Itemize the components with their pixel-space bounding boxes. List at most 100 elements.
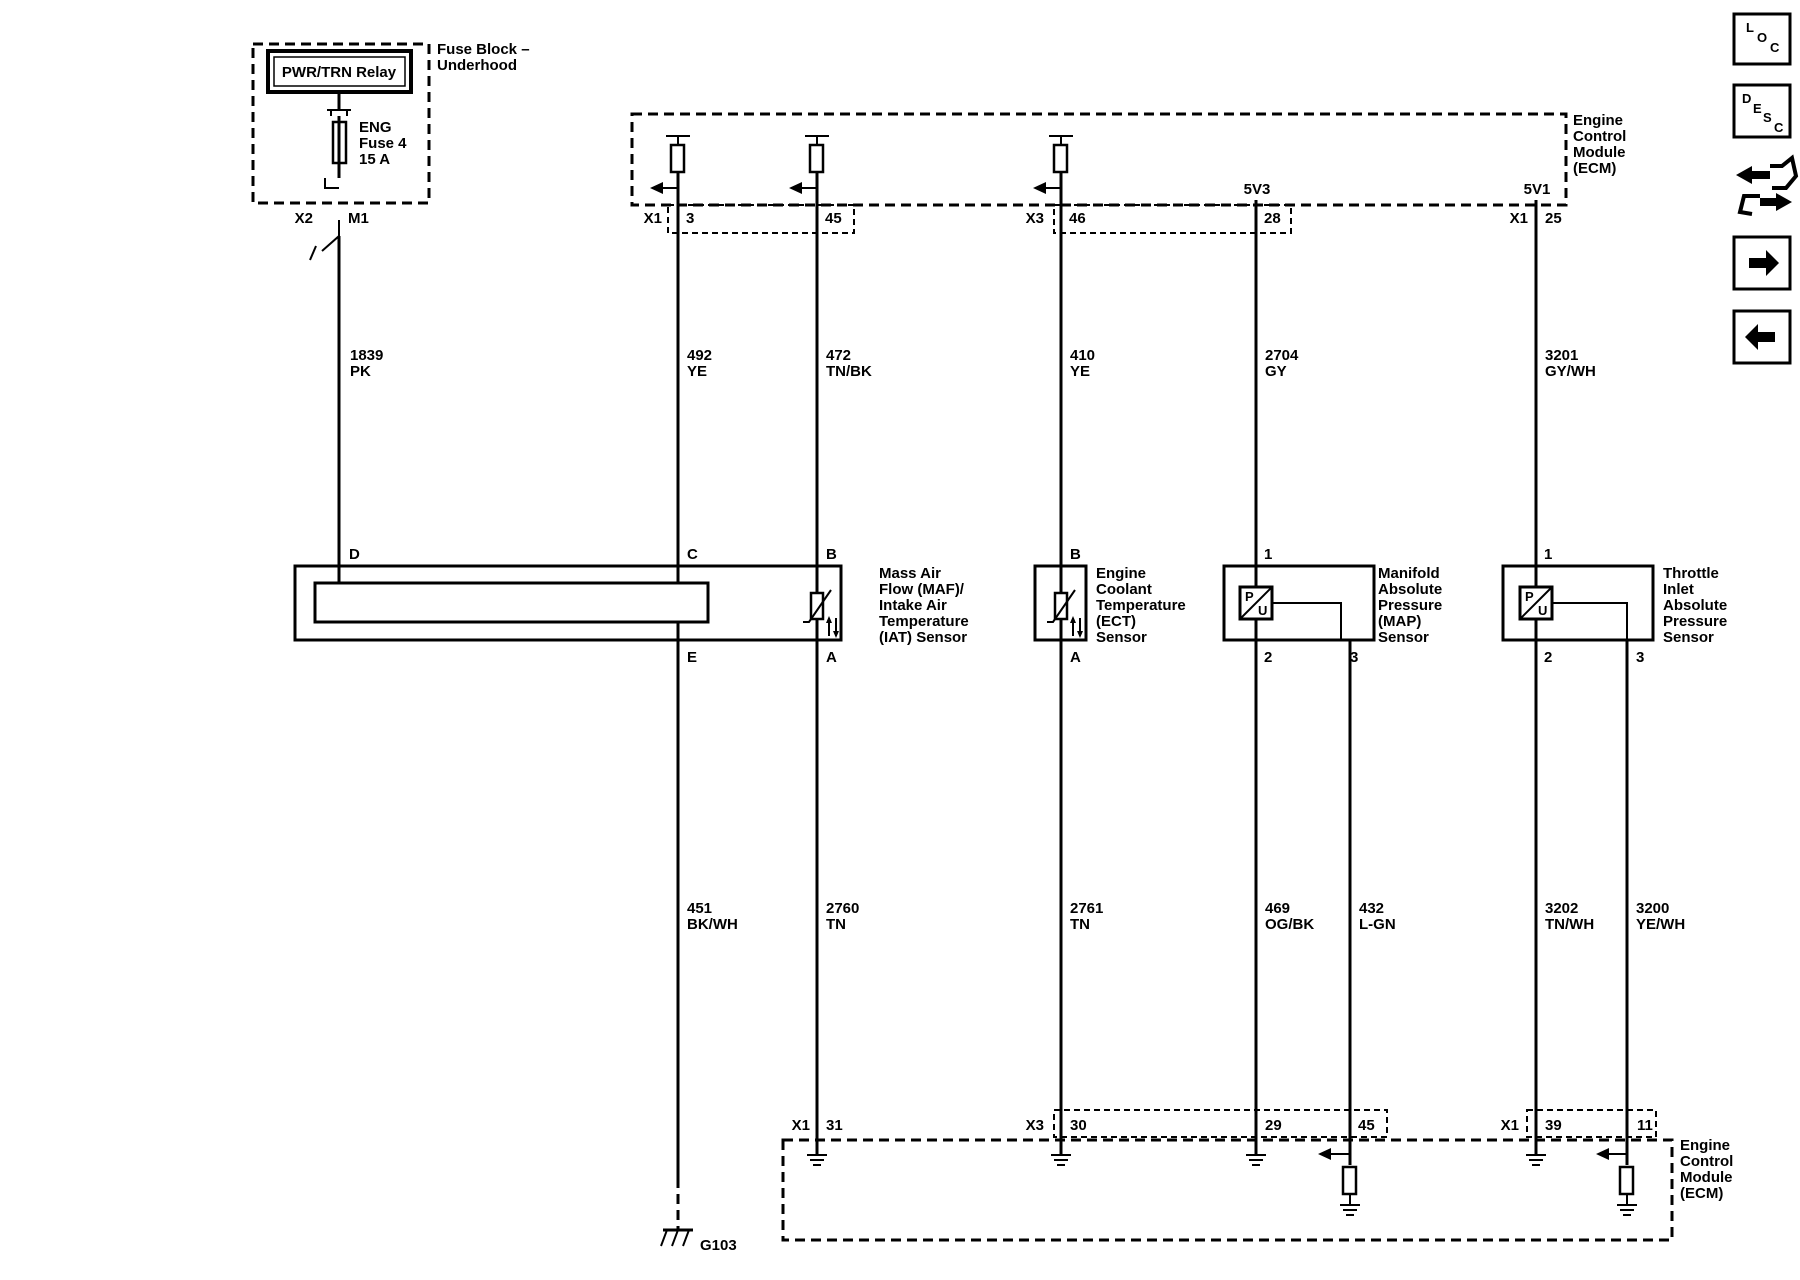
- ecm-bottom-connector-x1-right: X1: [1501, 1117, 1519, 1134]
- sensor-p-label: P: [1525, 589, 1534, 604]
- sensor-u-label: U: [1258, 603, 1267, 618]
- map-label-2: Absolute: [1378, 581, 1442, 598]
- maf-label-3: Intake Air: [879, 597, 947, 614]
- ecm-pin-3: 3: [686, 210, 694, 227]
- maf-label-5: (IAT) Sensor: [879, 629, 967, 646]
- ground-icon: [1051, 1154, 1071, 1166]
- arrow-left-icon: [1745, 324, 1775, 350]
- wire-label-circuit: 410: [1070, 347, 1095, 364]
- ect-label-3: Temperature: [1096, 597, 1186, 614]
- ecm-pin-29: 29: [1265, 1117, 1282, 1134]
- wire-label-color: YE: [687, 363, 707, 380]
- loc-letter-l: L: [1746, 20, 1754, 35]
- ecm-pin-39: 39: [1545, 1117, 1562, 1134]
- map-sensor: 1 P U Manifold Absolute Pressure (MAP) S…: [1222, 546, 1442, 666]
- description-button[interactable]: D E S C: [1732, 83, 1792, 139]
- wire-label-color: TN: [826, 916, 846, 933]
- fuse-block-title-1: Fuse Block –: [437, 41, 530, 58]
- ect-pin-a: A: [1070, 649, 1081, 666]
- ecm-bottom-connector-x3: X3: [1026, 1117, 1044, 1134]
- ecm-top-label-3: Module: [1573, 144, 1626, 161]
- ecm-ref-5v1: 5V1: [1524, 181, 1551, 198]
- loc-letter-c: C: [1770, 40, 1780, 55]
- upper-wires: 1839 PK 492 YE 472 TN/BK 410 YE 2704 GY …: [337, 172, 1596, 566]
- map-label-5: Sensor: [1378, 629, 1429, 646]
- wire-label-circuit: 3200: [1636, 900, 1669, 917]
- wire-label-color: TN/WH: [1545, 916, 1594, 933]
- ecm-top-label-2: Control: [1573, 128, 1626, 145]
- pressure-transducer-icon: P U: [1238, 585, 1274, 621]
- wire-label-color: TN: [1070, 916, 1090, 933]
- wire-label-color: PK: [350, 363, 371, 380]
- ecm-pin-45: 45: [825, 210, 842, 227]
- ground-label: G103: [700, 1237, 737, 1254]
- tiap-pin-3: 3: [1636, 649, 1644, 666]
- relay-label: PWR/TRN Relay: [282, 64, 397, 81]
- map-label-1: Manifold: [1378, 565, 1440, 582]
- pressure-transducer-icon: P U: [1518, 585, 1554, 621]
- maf-pin-e: E: [687, 649, 697, 666]
- wire-label-color: L-GN: [1359, 916, 1396, 933]
- ect-label-5: Sensor: [1096, 629, 1147, 646]
- previous-page-button[interactable]: [1732, 309, 1792, 365]
- fuse-pin-m1: M1: [348, 210, 369, 227]
- ecm-top-connector-x1-right: X1: [1510, 210, 1528, 227]
- ecm-ref-5v3: 5V3: [1244, 181, 1271, 198]
- sensor-u-label: U: [1538, 603, 1547, 618]
- tiap-label-1: Throttle: [1663, 565, 1719, 582]
- ect-label-4: (ECT): [1096, 613, 1136, 630]
- ground-g103: G103: [660, 1228, 737, 1254]
- ecm-top: Engine Control Module (ECM) 5V3 5V1: [630, 112, 1626, 234]
- ecm-pin-46: 46: [1069, 210, 1086, 227]
- thermistor-icon: [1047, 566, 1083, 640]
- sensor-p-label: P: [1245, 589, 1254, 604]
- throttle-inlet-pressure-sensor: 1 P U Throttle Inlet Absolute Pressure S…: [1501, 546, 1727, 666]
- desc-letter-d: D: [1742, 91, 1751, 106]
- ecm-pin-25: 25: [1545, 210, 1562, 227]
- maf-pin-b: B: [826, 546, 837, 563]
- tiap-label-5: Sensor: [1663, 629, 1714, 646]
- arrow-right-icon: [1749, 250, 1779, 276]
- ecm-top-label-4: (ECM): [1573, 160, 1616, 177]
- thermistor-icon: [803, 566, 839, 640]
- ecm-top-connector-x1: X1: [644, 210, 662, 227]
- lower-wires: 451 BK/WH 2760 TN 2761 TN 469 OG/BK 432 …: [676, 640, 1685, 1230]
- desc-letter-e: E: [1753, 101, 1762, 116]
- ecm-pin-28: 28: [1264, 210, 1281, 227]
- wire-label-circuit: 451: [687, 900, 712, 917]
- ecm-pullup-resistor: [650, 135, 690, 194]
- connector-swap-icon[interactable]: [1736, 154, 1799, 216]
- ecm-pin-31: 31: [826, 1117, 843, 1134]
- ecm-bottom: X1 X3 X1 31 30 29 45 39 11 Engine Contro…: [781, 1109, 1733, 1242]
- next-page-button[interactable]: [1732, 235, 1792, 291]
- ecm-bottom-label-4: (ECM): [1680, 1185, 1723, 1202]
- wire-label-circuit: 472: [826, 347, 851, 364]
- wire-label-color: BK/WH: [687, 916, 738, 933]
- ecm-bottom-label-2: Control: [1680, 1153, 1733, 1170]
- ect-label-2: Coolant: [1096, 581, 1152, 598]
- ect-pin-b: B: [1070, 546, 1081, 563]
- wire-label-circuit: 3202: [1545, 900, 1578, 917]
- maf-label-2: Flow (MAF)/: [879, 581, 965, 598]
- location-button[interactable]: L O C: [1732, 12, 1792, 66]
- ecm-pin-30: 30: [1070, 1117, 1087, 1134]
- wire-label-circuit: 492: [687, 347, 712, 364]
- maf-pin-d: D: [349, 546, 360, 563]
- map-label-4: (MAP): [1378, 613, 1421, 630]
- ecm-top-connector-x3: X3: [1026, 210, 1044, 227]
- fuse-block-title-2: Underhood: [437, 57, 517, 74]
- wire-label-circuit: 1839: [350, 347, 383, 364]
- loc-letter-o: O: [1757, 30, 1767, 45]
- maf-element: [313, 581, 710, 624]
- fuse-label-3: 15 A: [359, 151, 390, 168]
- tiap-label-2: Inlet: [1663, 581, 1694, 598]
- map-label-3: Pressure: [1378, 597, 1442, 614]
- wire-label-color: YE/WH: [1636, 916, 1685, 933]
- maf-label-1: Mass Air: [879, 565, 941, 582]
- ecm-pulldown-resistor: [1318, 1148, 1360, 1216]
- wire-label-color: GY/WH: [1545, 363, 1596, 380]
- ecm-pin-11: 11: [1637, 1117, 1653, 1134]
- desc-letter-c: C: [1774, 120, 1784, 135]
- maf-iat-sensor: D C B Mass Air Flow (MAF)/ Intake Air Te…: [293, 546, 969, 666]
